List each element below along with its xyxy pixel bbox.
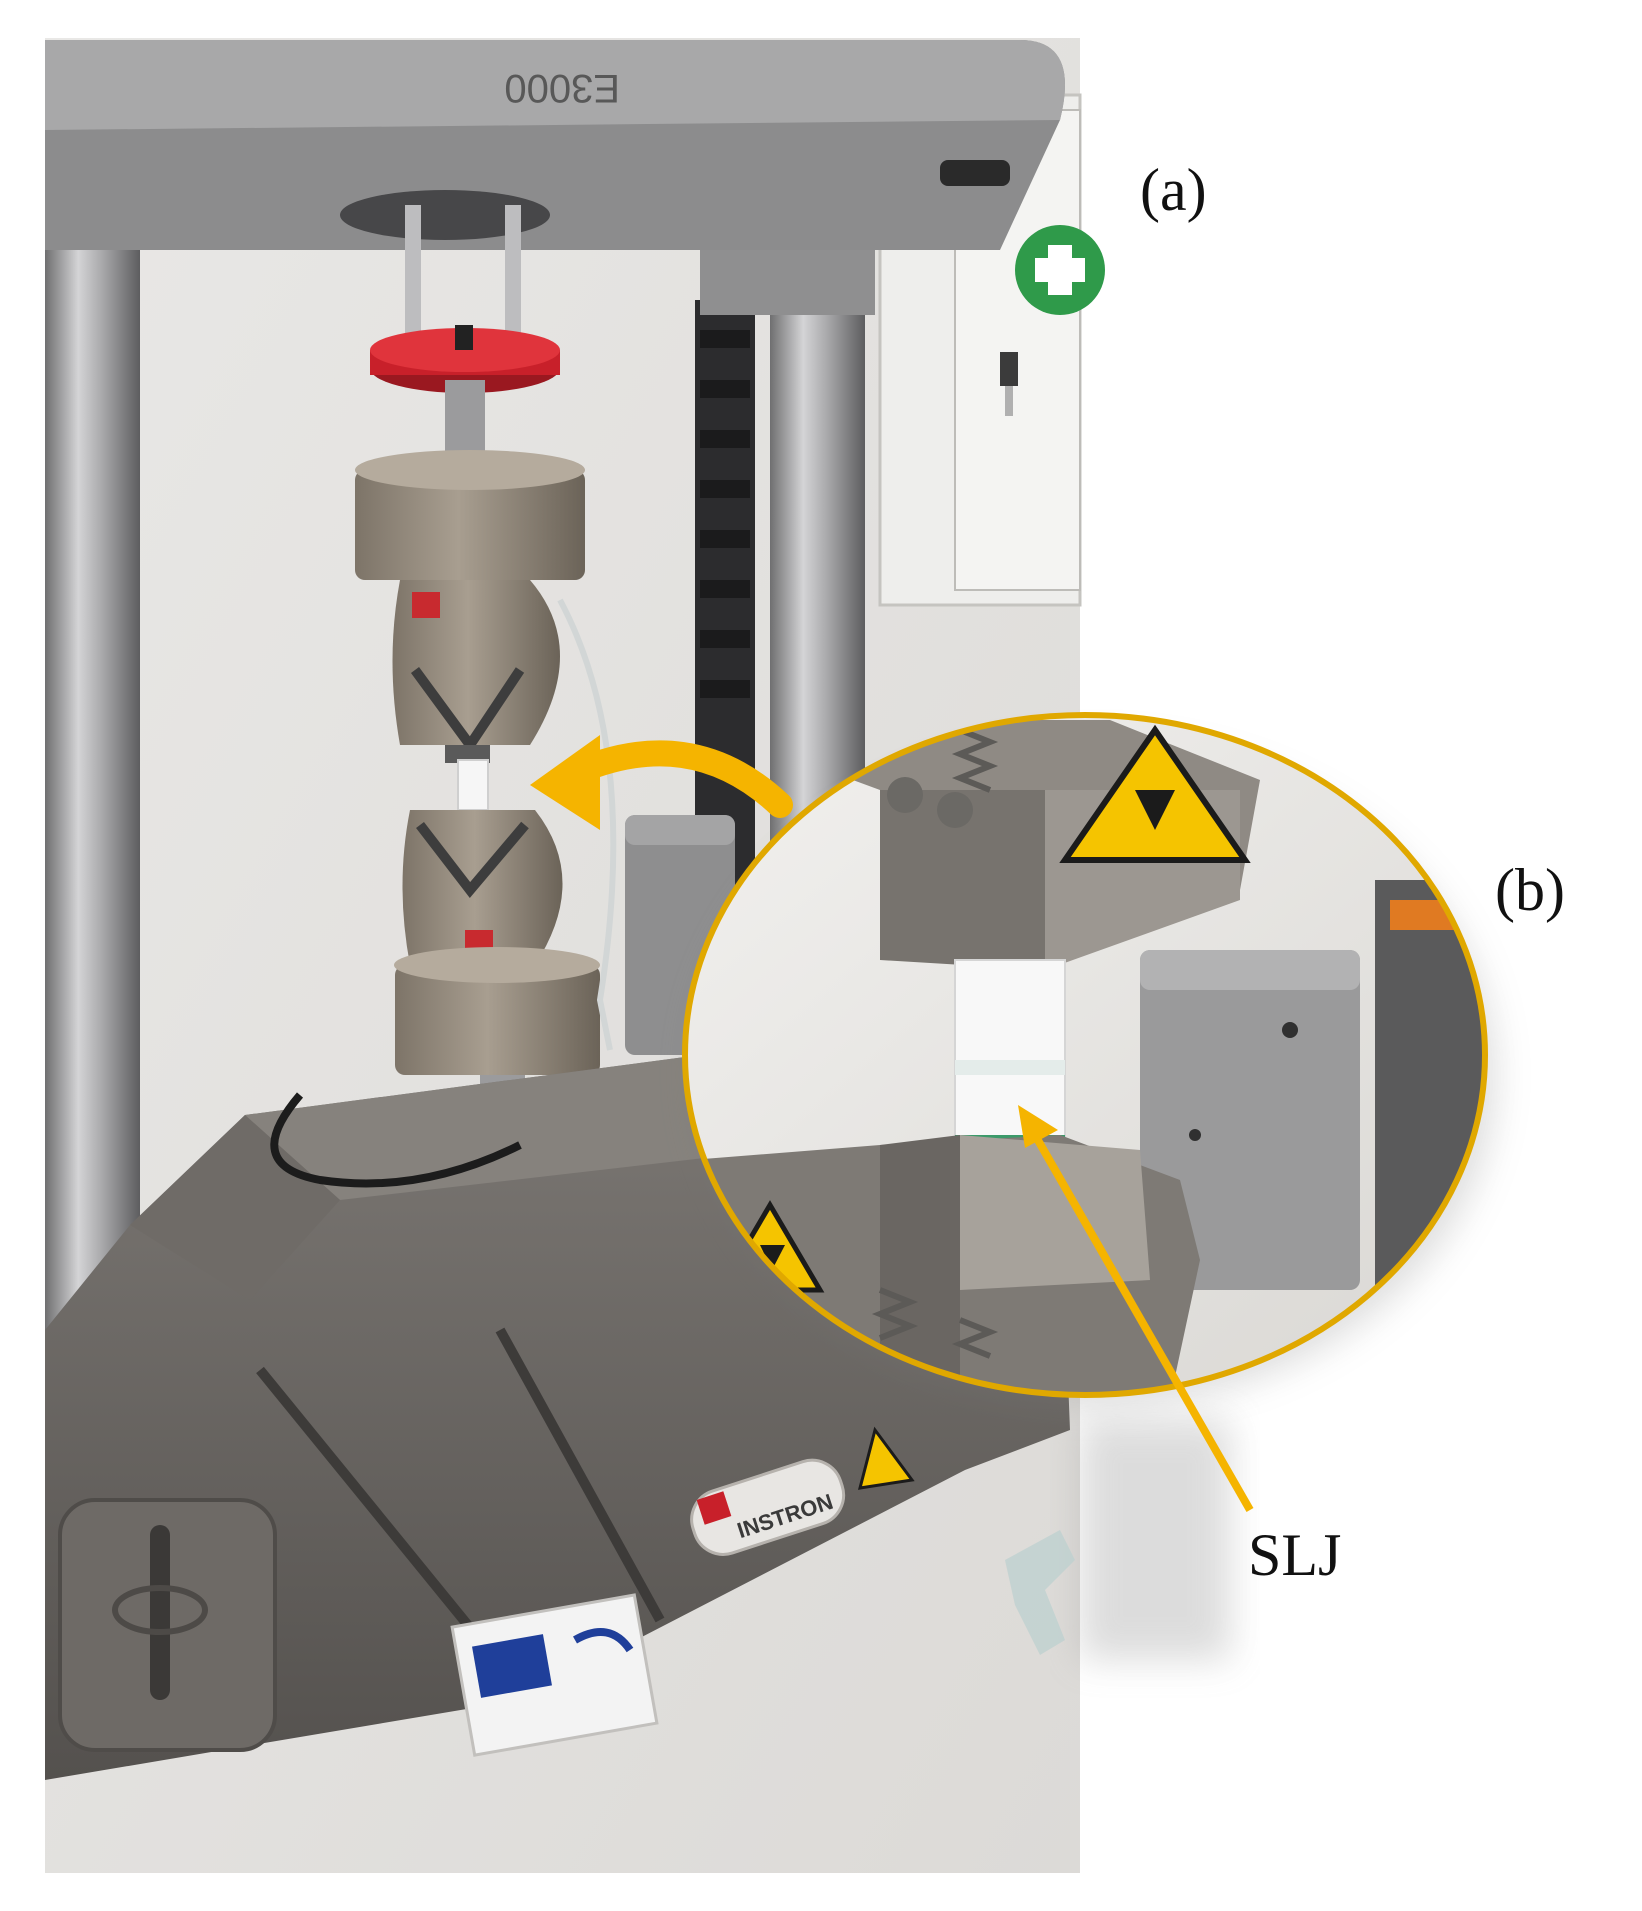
- panel-label-b: (b): [1495, 857, 1565, 923]
- specimen-label: SLJ: [1248, 1522, 1342, 1588]
- upper-grip: [392, 580, 560, 763]
- slj-pointer-arrow: [1018, 1105, 1254, 1512]
- upper-actuator: [355, 380, 585, 580]
- panel-label-a: (a): [1140, 157, 1207, 223]
- callout-arrow: [530, 735, 793, 830]
- lower-grip: [402, 810, 563, 965]
- cable: [270, 598, 617, 1188]
- guide-rods: [405, 205, 521, 365]
- machine-model-text: E3000: [504, 66, 620, 110]
- crosshead: E3000: [45, 40, 1065, 250]
- specimen-strip: [457, 759, 489, 811]
- red-collar: [370, 325, 560, 393]
- magnifier-lens: [682, 712, 1488, 1398]
